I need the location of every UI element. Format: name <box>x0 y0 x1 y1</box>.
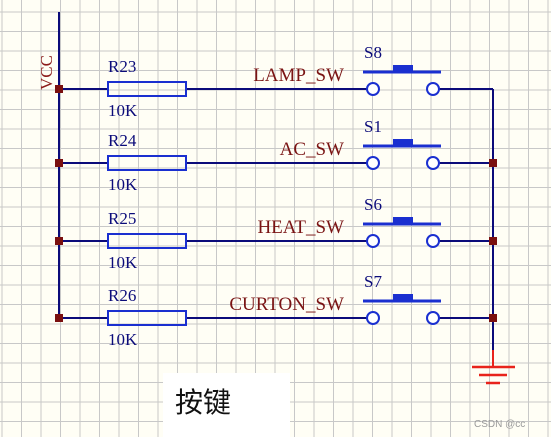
switch-contact <box>426 311 440 325</box>
net-label: CURTON_SW <box>229 294 344 315</box>
resistor-r26 <box>107 310 187 326</box>
switch-designator: S1 <box>364 117 382 136</box>
switch-plunger <box>393 139 413 147</box>
resistor-r23 <box>107 81 187 97</box>
switch-plunger <box>393 65 413 73</box>
junction <box>55 314 63 322</box>
caption: 按键 <box>175 386 231 419</box>
switch-plunger <box>393 217 413 225</box>
junction <box>489 159 497 167</box>
switch-s7 <box>363 294 441 325</box>
switch-contact <box>366 156 380 170</box>
resistor-value: 10K <box>108 175 138 194</box>
resistor-r25 <box>107 233 187 249</box>
switch-contact <box>366 234 380 248</box>
junction <box>489 314 497 322</box>
resistor-designator: R25 <box>108 209 136 228</box>
net-label: HEAT_SW <box>257 217 344 238</box>
resistor-value: 10K <box>108 101 138 120</box>
caption-panel <box>163 373 290 437</box>
net-label: AC_SW <box>280 139 344 160</box>
switch-s1 <box>363 139 441 170</box>
switch-contact <box>426 234 440 248</box>
resistor-designator: R23 <box>108 57 136 76</box>
junction <box>55 237 63 245</box>
resistor-value: 10K <box>108 330 138 349</box>
resistor-r24 <box>107 155 187 171</box>
junction <box>55 85 63 93</box>
resistor-value: 10K <box>108 253 138 272</box>
switch-s8 <box>363 65 441 96</box>
resistor-designator: R24 <box>108 131 137 150</box>
switch-contact <box>366 311 380 325</box>
junction <box>55 159 63 167</box>
vcc-label: VCC <box>37 55 56 90</box>
circuit-row: R26 10K CURTON_SW S7 <box>55 272 497 349</box>
circuit-row: R25 10K HEAT_SW S6 <box>55 195 497 272</box>
switch-designator: S6 <box>364 195 382 214</box>
switch-contact <box>426 156 440 170</box>
switch-contact <box>426 82 440 96</box>
circuit-row: R24 10K AC_SW S1 <box>55 117 497 194</box>
watermark: CSDN @cc <box>474 419 525 430</box>
resistor-designator: R26 <box>108 286 136 305</box>
switch-plunger <box>393 294 413 302</box>
ground-symbol <box>472 350 515 385</box>
switch-contact <box>366 82 380 96</box>
net-label: LAMP_SW <box>253 65 344 86</box>
switch-designator: S8 <box>364 43 382 62</box>
switch-s6 <box>363 217 441 248</box>
circuit-row: R23 10K LAMP_SW S8 <box>55 43 493 120</box>
switch-designator: S7 <box>364 272 382 291</box>
junction <box>489 237 497 245</box>
